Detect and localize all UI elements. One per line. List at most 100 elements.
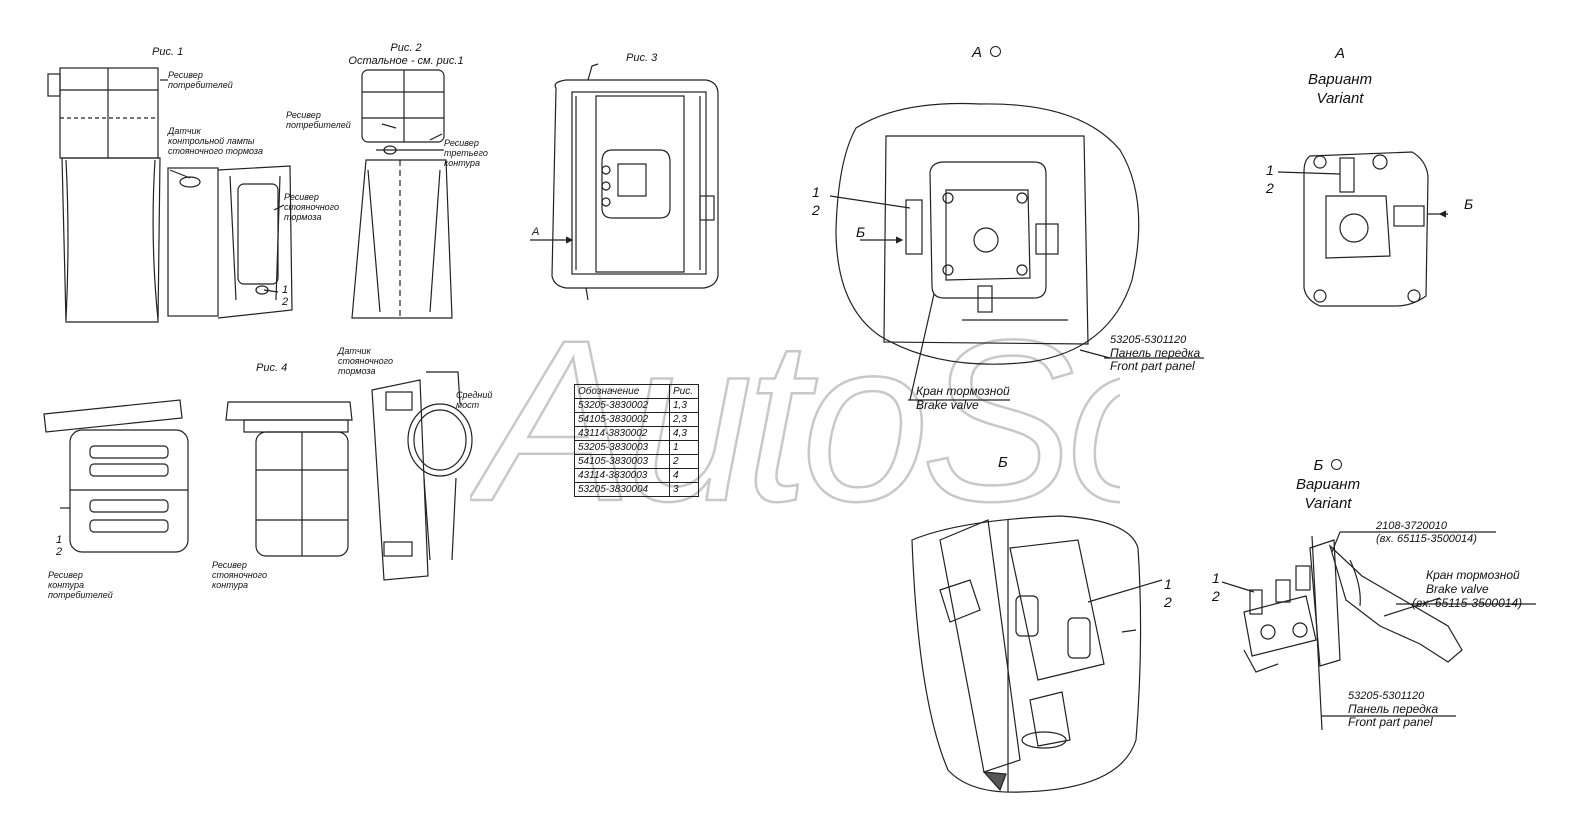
fig2-receiver-upper	[361, 69, 445, 143]
fig1-pos2: 2	[282, 296, 289, 308]
fig1-receiver-consumers-label: Ресивер потребителей	[168, 70, 233, 90]
label-line: стояночного	[212, 570, 268, 580]
viewA-variant-valve	[1325, 195, 1391, 259]
fig1-drawing	[47, 67, 293, 323]
viewA-variant-title: А Вариант Variant	[1280, 44, 1400, 108]
fig4-pos1: 1	[56, 534, 63, 546]
viewB-variant-valve-label: Кран тормозной Brake valve (вх. 65115-35…	[1412, 568, 1522, 610]
fig1-receiver-parking-label: Ресивер стояночного тормоза	[284, 192, 339, 222]
viewB-variant-brake-valve	[1243, 595, 1317, 657]
label-line: стояночного	[284, 202, 340, 212]
viewA-variant-title-text: А	[1334, 45, 1345, 62]
table-header-fig: Рис.	[669, 384, 699, 399]
viewB-variant-panel-label: 53205-5301120 Панель передка Front part …	[1348, 690, 1438, 729]
viewA-pos2: 2	[812, 202, 820, 218]
variant-en: Variant	[1304, 495, 1352, 512]
viewB-variant-title: Б Вариант Variant	[1268, 456, 1388, 513]
fig2-title: Рис. 2	[390, 42, 422, 54]
viewA-variant-plate	[1303, 151, 1429, 307]
viewB-drawing	[911, 515, 1163, 793]
table-row: 54105-3830002 2,3	[574, 412, 699, 427]
fig2-drawing	[351, 69, 453, 319]
fig3-title: Рис. 3	[626, 52, 658, 64]
label-line: третьего	[444, 148, 488, 158]
viewA-variant-arrow-b: Б	[1464, 196, 1474, 212]
viewB-title: Б	[998, 454, 1008, 471]
viewA-title-text: А	[972, 44, 983, 61]
table-row: 54105-3830003 2	[574, 454, 699, 469]
fig3-cab-outline	[551, 79, 719, 289]
fig1-frame-rail	[61, 157, 161, 323]
rotation-circle-icon	[990, 46, 1002, 57]
label-line: Ресивер	[212, 560, 247, 570]
viewA-variant-pos1: 1	[1266, 162, 1274, 178]
viewA-title: А	[972, 44, 1002, 62]
fig3-drawing	[530, 63, 719, 301]
label-line: потребителей	[48, 590, 113, 600]
fig2-subtitle: Остальное - см. рис.1	[348, 55, 464, 67]
table-cell-designation: 54105-3830003	[574, 454, 670, 469]
label-line: Датчик	[168, 126, 201, 136]
table-row: 53205-3830003 1	[574, 440, 699, 455]
viewB-pos1: 1	[1164, 576, 1172, 592]
viewB-variant-pos1: 1	[1212, 570, 1220, 586]
fig1-title: Рис. 1	[152, 46, 184, 58]
table-cell-designation: 53205-3830004	[574, 482, 670, 497]
table-row: 53205-3830002 1,3	[574, 398, 699, 413]
fig4-receiver-parking-label: Ресивер стояночного контура	[212, 560, 267, 590]
variant-ru: Вариант	[1307, 71, 1373, 88]
rotation-circle-icon	[1331, 459, 1343, 470]
viewB-variant-title-row: Б	[1268, 456, 1388, 475]
viewB-variant-drawing	[1221, 531, 1536, 731]
viewB-variant-brake-pedal	[1328, 544, 1463, 663]
table-row: 43114-3830003 4	[574, 468, 699, 483]
valve-en: Brake valve	[916, 398, 979, 412]
fig1-receiver-parking	[237, 183, 279, 285]
fig2-receiver-third-label: Ресивер третьего контура	[444, 138, 488, 168]
fig4-middle-axle-label: Средний мост	[456, 390, 492, 410]
fig4-drawing	[43, 371, 473, 581]
viewB-variant-pos2: 2	[1212, 588, 1220, 604]
viewA-variant-pos2: 2	[1266, 180, 1274, 196]
table-cell-designation: 53205-3830002	[574, 398, 670, 413]
label-line: потребителей	[168, 80, 233, 90]
fig4-title: Рис. 4	[256, 362, 288, 374]
label-line: потребителей	[286, 120, 351, 130]
label-line: Ресивер	[286, 110, 321, 120]
viewA-variant-drawing	[1277, 151, 1448, 307]
table-cell-fig: 2	[669, 454, 699, 469]
table-cell-designation: 43114-3830003	[574, 468, 670, 483]
variant-en: Variant	[1316, 90, 1364, 107]
panel-ru: Панель передка	[1348, 702, 1439, 716]
label-line: Ресивер	[284, 192, 319, 202]
valve-ex: (вх. 65115-3500014)	[1412, 596, 1523, 610]
valve-ru: Кран тормозной	[916, 384, 1010, 398]
table-cell-designation: 53205-3830003	[574, 440, 670, 455]
label-line: Средний	[456, 390, 493, 400]
fig1-receiver-upper	[59, 67, 159, 159]
fig2-frame-rail	[351, 159, 453, 319]
viewB-pos2: 2	[1164, 594, 1172, 610]
viewA-drawing	[829, 102, 1204, 401]
variant-ru: Вариант	[1295, 476, 1361, 493]
label-line: контрольной лампы	[168, 136, 255, 146]
valve-en: Brake valve	[1426, 582, 1489, 596]
fig4-receiver-consumers-label: Ресивер контура потребителей	[48, 570, 113, 600]
table-row: 43114-3830002 4,3	[574, 426, 699, 441]
valve-ru: Кран тормозной	[1426, 568, 1520, 582]
table-cell-fig: 3	[669, 482, 699, 497]
viewA-panel-outline	[835, 102, 1140, 365]
fig4-receiver-consumers	[69, 429, 189, 553]
parts-table: Обозначение Рис. 53205-3830002 1,3 54105…	[574, 384, 699, 497]
table-header-row: Обозначение Рис.	[574, 384, 699, 399]
table-cell-fig: 4,3	[669, 426, 699, 441]
fig4-sensor-label: Датчик стояночного тормоза	[338, 346, 393, 376]
panel-code: 53205-5301120	[1110, 334, 1187, 346]
table-cell-designation: 43114-3830002	[574, 426, 670, 441]
fig2-title-block: Рис. 2 Остальное - см. рис.1	[336, 42, 476, 68]
fig1-pos1: 1	[282, 284, 289, 296]
panel-en: Front part panel	[1110, 359, 1195, 373]
label-line: Ресивер	[168, 70, 203, 80]
table-cell-fig: 1	[669, 440, 699, 455]
viewA-arrow-b: Б	[856, 224, 866, 240]
